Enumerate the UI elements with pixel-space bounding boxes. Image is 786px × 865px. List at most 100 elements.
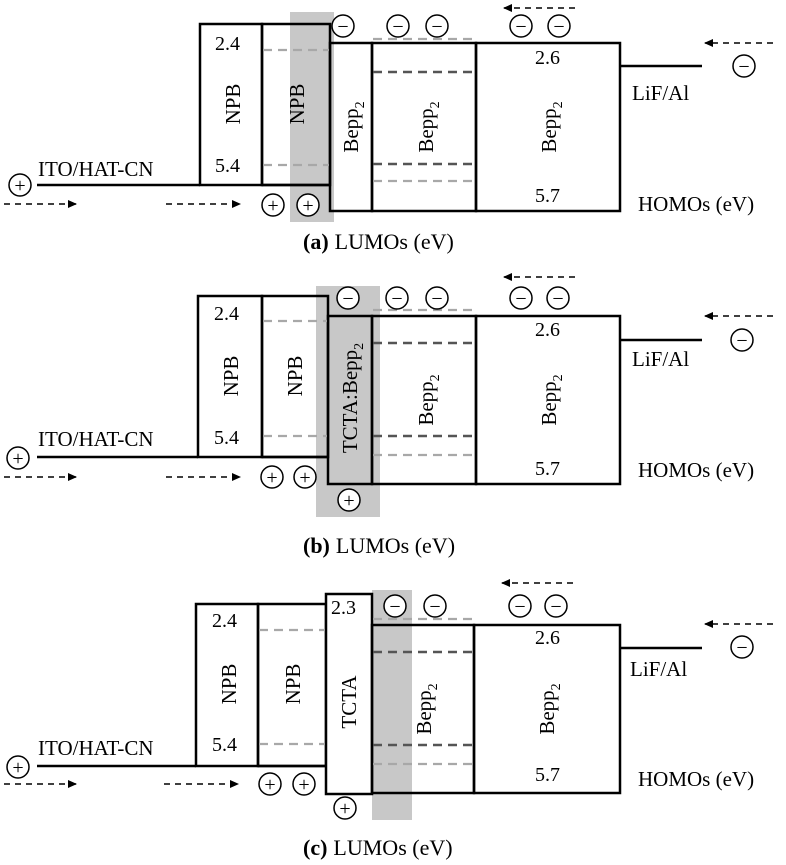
panel-c-bepp2-label: Bepp2	[412, 683, 441, 734]
panel-b-shade	[316, 286, 380, 517]
panel-a-bepp3	[474, 41, 622, 213]
panel-a-npb-lumo: 2.4	[215, 33, 240, 55]
panel-c-hole: +	[6, 755, 30, 779]
panel-a-electron: −	[732, 54, 756, 78]
panel-a-npb1-label: NPB	[221, 84, 245, 125]
svg-text:−: −	[391, 288, 402, 310]
svg-text:Bepp2: Bepp2	[414, 101, 443, 152]
svg-text:+: +	[299, 467, 310, 489]
panel-a-hole: +	[296, 193, 320, 217]
svg-text:−: −	[389, 596, 400, 618]
panel-b-bepp3	[474, 314, 622, 486]
panel-a-bepp1-label: Bepp2	[339, 101, 368, 152]
panel-b-bepp3-label: Bepp2	[537, 374, 566, 425]
panel-c-caption: (c)LUMOs (eV)	[303, 835, 453, 860]
panel-b-npb1-label: NPB	[219, 356, 243, 397]
panel-a-npb2-label: NPB	[285, 84, 309, 125]
svg-text:Bepp2: Bepp2	[412, 683, 441, 734]
panel-a-electron: −	[509, 14, 533, 38]
panel-a-bepp3-label: Bepp2	[537, 101, 566, 152]
panel-a-hole: +	[261, 193, 285, 217]
panel-c-hole: +	[292, 772, 316, 796]
panel-c-electron: −	[383, 594, 407, 618]
panel-a-bepp2-label: Bepp2	[414, 101, 443, 152]
panel-c-hole: +	[258, 772, 282, 796]
panel-c-npb-lumo: 2.4	[212, 610, 237, 632]
panel-a-npb1	[198, 22, 264, 187]
svg-text:−: −	[736, 637, 747, 659]
panel-c-bepp3-label: Bepp2	[535, 683, 564, 734]
svg-text:−: −	[515, 288, 526, 310]
panel-a-lif-label: LiF/Al	[632, 81, 689, 105]
svg-text:+: +	[264, 774, 275, 796]
panel-a-shade	[290, 12, 334, 222]
panel-b-bepp2-label: Bepp2	[414, 374, 443, 425]
svg-text:+: +	[267, 195, 278, 217]
panel-b-electron: −	[509, 286, 533, 310]
svg-text:Bepp2: Bepp2	[535, 683, 564, 734]
panel-c-lif-label: LiF/Al	[630, 657, 687, 681]
panel-b-npb-homo-val: 5.4	[214, 427, 239, 449]
panel-c-bepp-lumo: 2.6	[535, 627, 560, 649]
panel-c-electron: −	[730, 635, 754, 659]
svg-text:+: +	[339, 798, 350, 820]
panel-c-tcta	[324, 592, 374, 796]
panel-a-hole: +	[8, 173, 32, 197]
svg-text:+: +	[302, 195, 313, 217]
svg-text:−: −	[553, 16, 564, 38]
svg-text:−: −	[431, 288, 442, 310]
panel-a-bepp-lumo: 2.6	[535, 47, 560, 69]
panel-c-npb2-label: NPB	[281, 664, 305, 705]
svg-text:−: −	[429, 596, 440, 618]
panel-b-hole: +	[293, 465, 317, 489]
svg-text:−: −	[514, 596, 525, 618]
panel-a-bepp-homo: 5.7	[535, 185, 560, 207]
panel-c-electron: −	[544, 594, 568, 618]
svg-text:TCTA:Bepp2: TCTA:Bepp2	[338, 343, 367, 453]
svg-text:+: +	[343, 490, 354, 512]
panel-a-electron: −	[331, 14, 355, 38]
panel-c-hole: +	[333, 796, 357, 820]
panel-b-electron: −	[425, 286, 449, 310]
panel-a-caption: (a)LUMOs (eV)	[303, 229, 454, 254]
panel-b-ito-label: ITO/HAT-CN	[38, 427, 154, 451]
panel-b-bepp-lumo: 2.6	[535, 319, 560, 341]
panel-c-shade	[372, 590, 412, 820]
svg-text:Bepp2: Bepp2	[339, 101, 368, 152]
panel-b: 2.4 5.4 2.6 5.7 NPB NPB TCTA:Bepp2 Bepp2…	[4, 273, 773, 558]
svg-text:−: −	[552, 288, 563, 310]
svg-text:−: −	[342, 288, 353, 310]
panel-c-npb1-label: NPB	[217, 664, 241, 705]
svg-text:Bepp2: Bepp2	[537, 374, 566, 425]
svg-text:−: −	[550, 596, 561, 618]
panel-a: 2.4 5.4 2.6 5.7 NPB NPB Bepp2 Bepp2 Bepp…	[4, 4, 773, 254]
panel-a-ito-label: ITO/HAT-CN	[38, 157, 154, 181]
panel-a-homos-label: HOMOs (eV)	[638, 192, 754, 216]
panel-c-ito-label: ITO/HAT-CN	[38, 736, 154, 760]
svg-text:+: +	[12, 448, 23, 470]
panel-c-homos-label: HOMOs (eV)	[638, 767, 754, 791]
panel-a-electron: −	[547, 14, 571, 38]
svg-text:−: −	[515, 16, 526, 38]
panel-b-electron: −	[546, 286, 570, 310]
panel-c-bepp-homo: 5.7	[535, 764, 560, 786]
svg-text:+: +	[14, 175, 25, 197]
svg-text:+: +	[298, 774, 309, 796]
panel-b-hole: +	[6, 446, 30, 470]
svg-text:+: +	[12, 757, 23, 779]
svg-text:−: −	[337, 16, 348, 38]
svg-text:−: −	[431, 16, 442, 38]
panel-c-electron: −	[423, 594, 447, 618]
svg-text:−: −	[736, 330, 747, 352]
panel-b-electron: −	[336, 286, 360, 310]
panel-c-npb-homo-val: 5.4	[212, 734, 237, 756]
panel-c-electron: −	[508, 594, 532, 618]
panel-a-electron: −	[425, 14, 449, 38]
panel-b-bepp-homo: 5.7	[535, 458, 560, 480]
panel-b-caption: (b)LUMOs (eV)	[303, 533, 455, 558]
svg-text:+: +	[266, 467, 277, 489]
panel-c-tcta-label: TCTA	[337, 675, 361, 729]
panel-b-tcta-bepp-label: TCTA:Bepp2	[338, 343, 367, 453]
svg-text:−: −	[392, 16, 403, 38]
